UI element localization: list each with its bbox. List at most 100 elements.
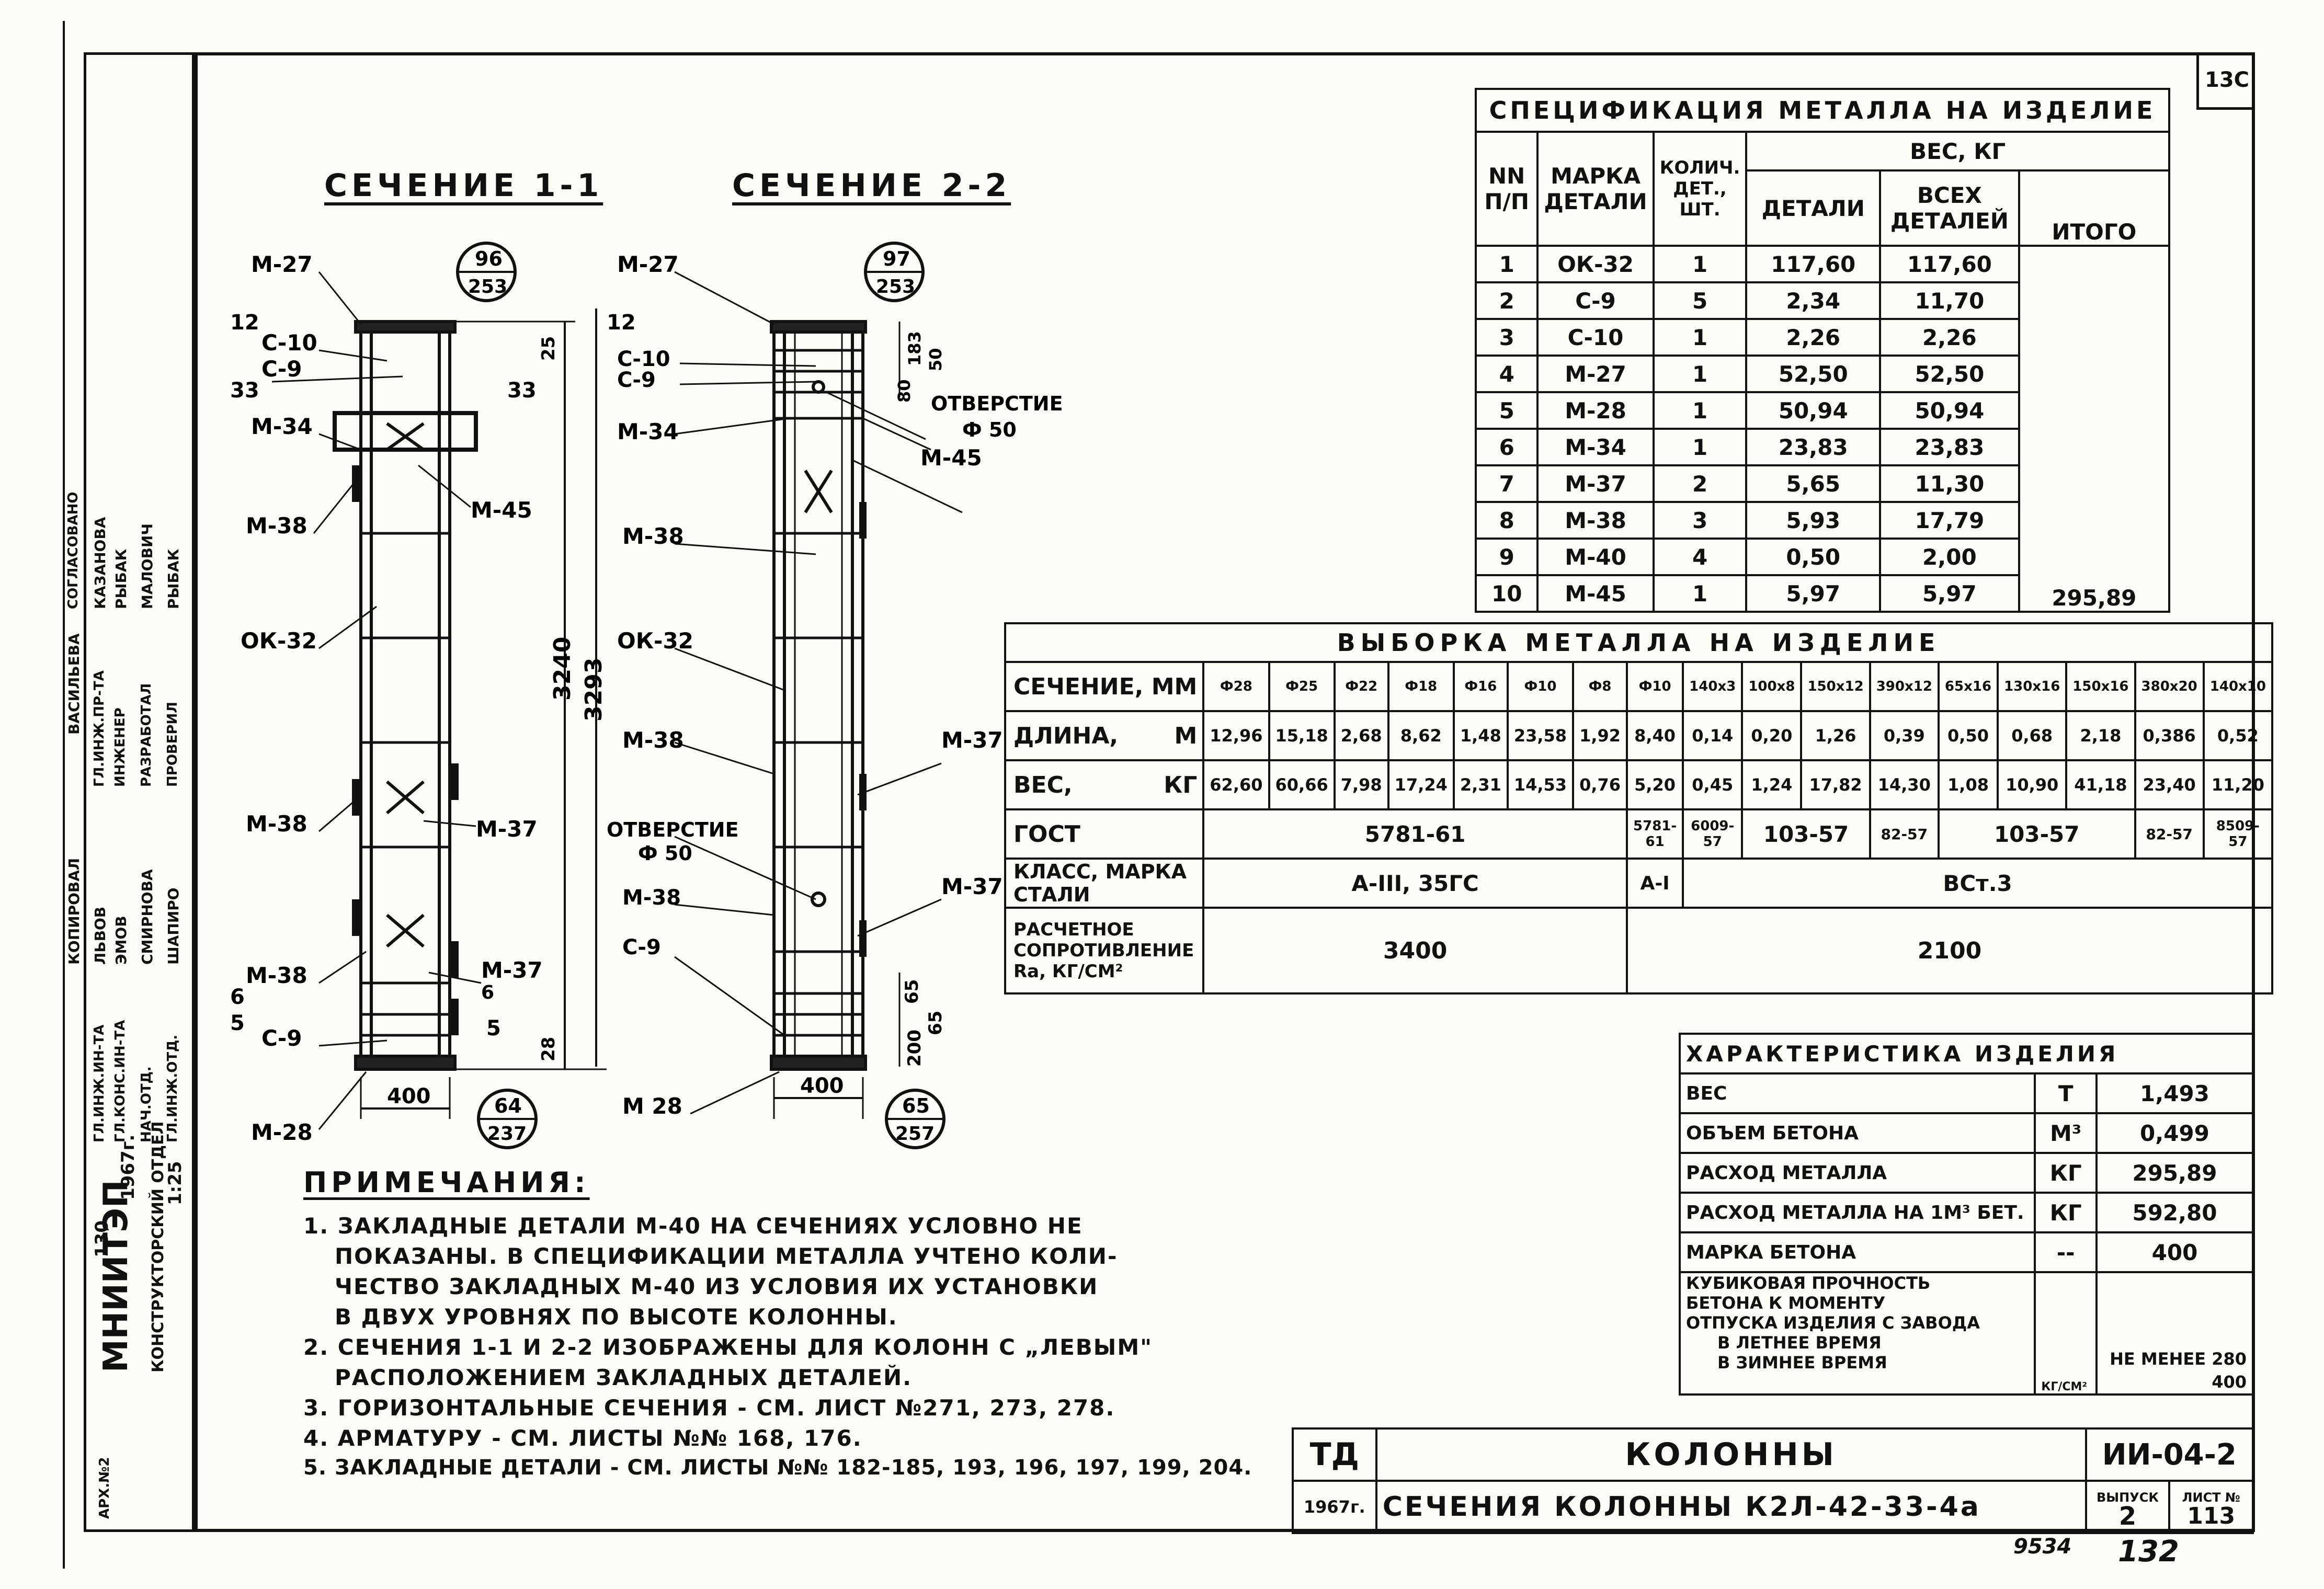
vyborka-title: ВЫБОРКА МЕТАЛЛА НА ИЗДЕЛИЕ xyxy=(1004,622,2273,663)
vyb-length: 8,62 xyxy=(1387,710,1455,761)
s2-label-m38c: М-38 xyxy=(622,886,681,910)
vyb-length: 0,50 xyxy=(1937,710,1999,761)
vyb-gost-3: 6009-57 xyxy=(1682,808,1744,860)
spec-table: СПЕЦИФИКАЦИЯ МЕТАЛЛА НА ИЗДЕЛИЕ NN П/П М… xyxy=(1474,88,2171,613)
s1-label-ok32: ОК-32 xyxy=(241,628,317,654)
side-role-8: ПРОВЕРИЛ xyxy=(165,702,180,787)
s1-circle-bot-a: 64 xyxy=(494,1094,522,1117)
s1-label-m28: М-28 xyxy=(251,1119,313,1145)
side-copied: КОПИРОВАЛ xyxy=(65,858,83,965)
s2-circle-bot-b: 257 xyxy=(895,1123,935,1145)
vyb-section: 100х8 xyxy=(1741,661,1803,712)
s1-dim-12b: 12 xyxy=(607,311,636,335)
side-role-2: ГЛ.КОНС.ИН-ТА xyxy=(112,1020,128,1142)
s2-label-m37a: М-37 xyxy=(941,727,1003,753)
s2-label-m28: М 28 xyxy=(622,1093,682,1119)
notes-title: ПРИМЕЧАНИЯ: xyxy=(303,1166,590,1199)
stamp-table: ТД КОЛОННЫ ИИ-04-2 1967г. СЕЧЕНИЯ КОЛОНН… xyxy=(1292,1427,2254,1534)
side-org: МНИИТЭП xyxy=(97,1180,135,1373)
s2-label-ok32: ОК-32 xyxy=(617,628,693,654)
vyb-weight: 60,66 xyxy=(1268,759,1336,810)
vyb-length: 2,18 xyxy=(2065,710,2136,761)
spec-cell-weight: 5,97 xyxy=(1745,574,1882,613)
s2-label-hole-d: Ф 50 xyxy=(638,842,692,865)
note-line-4: В ДВУХ УРОВНЯХ ПО ВЫСОТЕ КОЛОННЫ. xyxy=(335,1304,898,1330)
side-name-2: ЭМОВ xyxy=(112,916,130,965)
note-line-5: 2. СЕЧЕНИЯ 1-1 И 2-2 ИЗОБРАЖЕНЫ ДЛЯ КОЛО… xyxy=(303,1334,1153,1360)
char-unit: КГ xyxy=(2034,1152,2098,1194)
vyb-gost-6: 103-57 xyxy=(1937,808,2136,860)
left-margin-line xyxy=(63,21,65,1569)
spec-cell-all: 2,26 xyxy=(1879,318,2020,357)
spec-cell-n: 5 xyxy=(1474,391,1539,430)
s2-label-m27: М-27 xyxy=(617,252,679,277)
char-unit: -- xyxy=(2034,1231,2098,1273)
s1-circle-top-b: 253 xyxy=(468,276,507,298)
vyb-label-class: КЛАСС, МАРКА СТАЛИ xyxy=(1004,858,1205,909)
spec-cell-n: 9 xyxy=(1474,538,1539,576)
spec-h-nn: NN П/П xyxy=(1474,131,1539,247)
note-line-6: РАСПОЛОЖЕНИЕМ ЗАКЛАДНЫХ ДЕТАЛЕЙ. xyxy=(335,1365,913,1390)
spec-cell-qty: 1 xyxy=(1652,318,1748,357)
stamp-subtitle: СЕЧЕНИЯ КОЛОННЫ К2Л-42-33-4а xyxy=(1375,1480,2087,1534)
note-line-8: 4. АРМАТУРУ - СМ. ЛИСТЫ №№ 168, 176. xyxy=(303,1425,862,1451)
spec-cell-mark: С-9 xyxy=(1536,281,1655,320)
s1-dim-3240: 3240 xyxy=(549,637,576,701)
s2-dim-200: 200 xyxy=(904,1030,925,1067)
char-value: 400 xyxy=(2095,1231,2254,1273)
s1-dim-12a: 12 xyxy=(230,311,259,335)
s2-label-hole: ОТВЕРСТИЕ xyxy=(607,818,739,841)
side-block: МНИИТЭП КОНСТРУКТОРСКИЙ ОТДЕЛ 1967г. 130… xyxy=(65,52,195,1532)
spec-h-weight: ВЕС, КГ xyxy=(1745,131,2170,172)
section-2-title: СЕЧЕНИЕ 2-2 xyxy=(732,167,1011,204)
s1-label-m38c: М-38 xyxy=(246,963,307,988)
vyb-steel-2: А-I xyxy=(1626,858,1684,909)
vyb-steel-3: ВСт.3 xyxy=(1682,858,2273,909)
vyb-length: 0,39 xyxy=(1869,710,1940,761)
s2-dim-183: 183 xyxy=(905,331,925,366)
spec-cell-n: 6 xyxy=(1474,428,1539,466)
spec-cell-weight: 2,26 xyxy=(1745,318,1882,357)
stamp-code: ИИ-04-2 xyxy=(2084,1427,2254,1482)
spec-cell-mark: ОК-32 xyxy=(1536,245,1655,283)
vyb-length: 15,18 xyxy=(1268,710,1336,761)
side-year: 1967г. xyxy=(118,1134,139,1200)
s1-label-m27: М-27 xyxy=(251,252,313,277)
spec-cell-mark: С-10 xyxy=(1536,318,1655,357)
spec-cell-qty: 5 xyxy=(1652,281,1748,320)
spec-cell-n: 8 xyxy=(1474,501,1539,540)
s1-label-m38a: М-38 xyxy=(246,513,307,539)
char-value: 295,89 xyxy=(2095,1152,2254,1194)
spec-h-detail: ДЕТАЛИ xyxy=(1745,169,1882,247)
char-name: РАСХОД МЕТАЛЛА НА 1М³ БЕТ. xyxy=(1678,1192,2036,1233)
s2-label-c9: С-9 xyxy=(617,368,656,392)
vyb-gost-1: 5781-61 xyxy=(1202,808,1628,860)
spec-cell-all: 50,94 xyxy=(1879,391,2020,430)
vyb-weight: 41,18 xyxy=(2065,759,2136,810)
side-name-3: СМИРНОВА xyxy=(139,869,156,965)
char-strength-3: ОТПУСКА ИЗДЕЛИЯ С ЗАВОДА xyxy=(1686,1313,1980,1333)
char-unit: Т xyxy=(2034,1072,2098,1114)
s2-label-m37b: М-37 xyxy=(941,874,1003,899)
char-name: МАРКА БЕТОНА xyxy=(1678,1231,2036,1273)
vyb-gost-7: 82-57 xyxy=(2134,808,2205,860)
s1-label-c9: С-9 xyxy=(261,356,302,382)
s1-label-c9b: С-9 xyxy=(261,1025,302,1051)
s1-circle-top-a: 96 xyxy=(475,247,503,270)
spec-title: СПЕЦИФИКАЦИЯ МЕТАЛЛА НА ИЗДЕЛИЕ xyxy=(1475,88,2170,133)
s1-dim-width: 400 xyxy=(387,1084,431,1108)
vyb-weight: 7,98 xyxy=(1333,759,1389,810)
vyb-length: 2,68 xyxy=(1333,710,1389,761)
char-unit: М³ xyxy=(2034,1112,2098,1154)
s2-label-m38a: М-38 xyxy=(622,523,684,549)
footer-number-left: 9534 xyxy=(2013,1535,2072,1559)
vyb-section: 65х16 xyxy=(1937,661,1999,712)
s1-dim-33a: 33 xyxy=(230,379,259,403)
vyb-section: 150х16 xyxy=(2065,661,2136,712)
spec-cell-n: 10 xyxy=(1474,574,1539,613)
note-line-7: 3. ГОРИЗОНТАЛЬНЫЕ СЕЧЕНИЯ - СМ. ЛИСТ №27… xyxy=(303,1395,1115,1421)
